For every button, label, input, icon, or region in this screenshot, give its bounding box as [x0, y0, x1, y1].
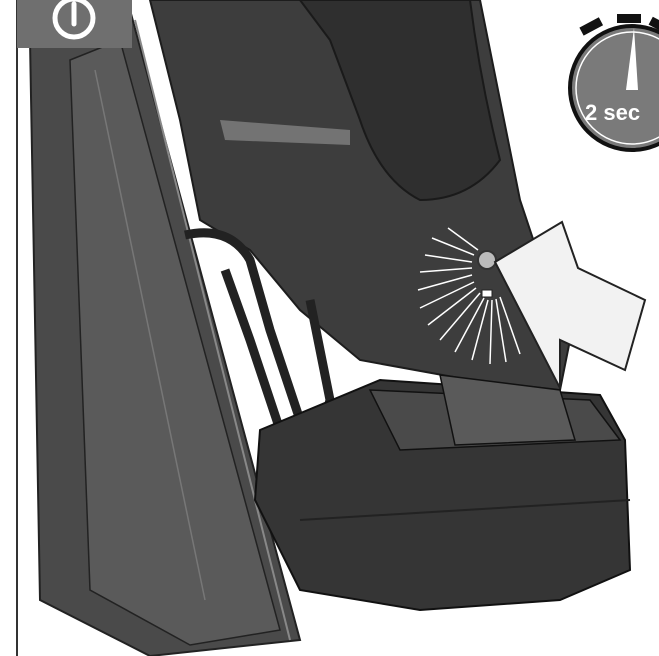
tool-highlight — [220, 120, 350, 145]
timer-label: 2 sec — [585, 100, 640, 125]
tool-illustration — [28, 0, 632, 656]
battery-seam — [299, 499, 631, 521]
tool-handle — [298, 0, 502, 202]
timer-crown-right — [648, 16, 659, 33]
timer-hand — [626, 28, 638, 90]
led-light-icon — [481, 289, 493, 298]
timer-crown — [617, 14, 641, 23]
power-button — [477, 250, 497, 270]
timer-crown-left — [579, 17, 604, 36]
timer-face-inner — [575, 31, 659, 145]
power-badge — [17, 0, 132, 48]
timer-face — [568, 24, 659, 152]
power-icon — [52, 0, 96, 40]
arrow-icon — [493, 220, 647, 389]
battery-label — [439, 374, 576, 446]
light-rays — [417, 227, 521, 365]
stopwatch-icon: 2 sec — [568, 14, 659, 152]
tool-rail-edge — [134, 19, 291, 641]
tool-rail-edge — [94, 69, 206, 601]
